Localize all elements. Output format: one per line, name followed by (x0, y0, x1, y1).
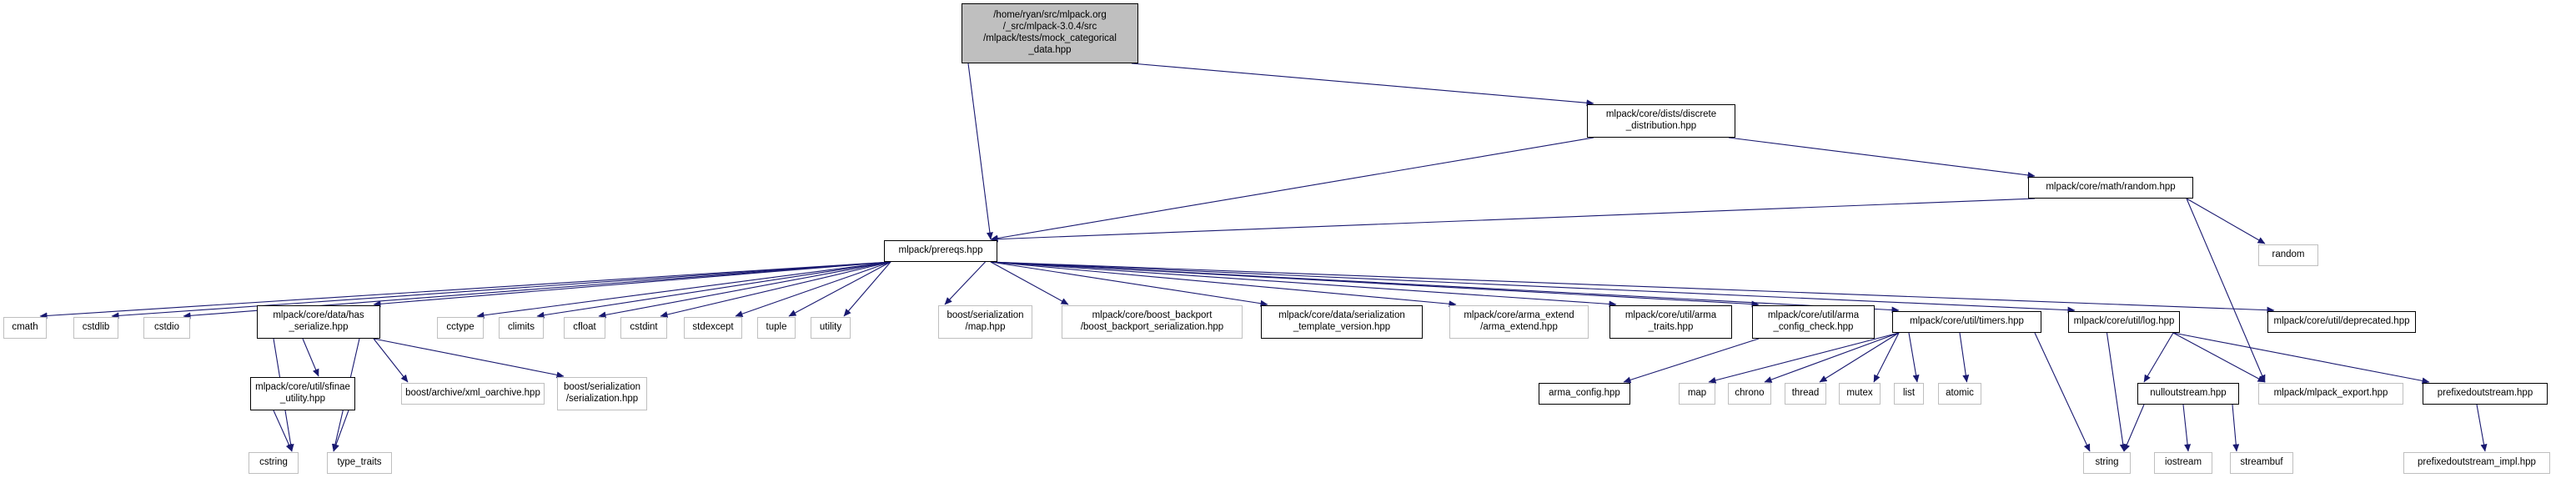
graph-node-random: random (2258, 244, 2318, 266)
edge-timers-to-string (2034, 332, 2091, 452)
edge-nulloutstream-to-string (2123, 404, 2145, 452)
graph-node-xml-oarchive: boost/archive/xml_oarchive.hpp (401, 383, 545, 405)
graph-node-nulloutstream[interactable]: nulloutstream.hpp (2137, 383, 2239, 405)
edge-sfinae-to-cstring (273, 410, 293, 452)
graph-node-log[interactable]: mlpack/core/util/log.hpp (2068, 311, 2180, 333)
edge-prereqs-to-cstdlib (111, 261, 891, 320)
edge-log-to-string (2106, 332, 2127, 452)
edge-prereqs-to-deprecated (990, 261, 2275, 314)
edge-timers-to-mutex (1873, 332, 1900, 383)
edge-has_serialize-to-boost_ser (373, 338, 565, 379)
graph-node-mlpack-export: mlpack/mlpack_export.hpp (2258, 383, 2403, 405)
graph-node-thread: thread (1785, 383, 1826, 405)
graph-node-atomic: atomic (1938, 383, 1981, 405)
edge-has_serialize-to-xml_oarchive (373, 338, 409, 383)
graph-node-tuple: tuple (757, 317, 796, 339)
edge-prereqs-to-arma_extend (990, 261, 1457, 308)
graph-node-sfinae[interactable]: mlpack/core/util/sfinae _utility.hpp (250, 377, 355, 410)
edge-prefixedout-to-impl (2476, 404, 2488, 452)
edge-prereqs-to-cmath (39, 261, 891, 320)
graph-node-cfloat: cfloat (564, 317, 605, 339)
graph-node-impl: prefixedoutstream_impl.hpp (2403, 452, 2550, 474)
graph-node-timers[interactable]: mlpack/core/util/timers.hpp (1892, 311, 2041, 333)
edge-prereqs-to-stdexcept (735, 261, 891, 317)
graph-node-cmath: cmath (3, 317, 47, 339)
graph-node-boost-ser: boost/serialization /serialization.hpp (557, 377, 647, 410)
edge-discrete-to-prereqs (990, 137, 1594, 242)
graph-node-cctype: cctype (437, 317, 484, 339)
edge-prereqs-to-utility (843, 261, 891, 317)
edge-log-to-nulloutstream (2143, 332, 2174, 383)
graph-node-arma-extend: mlpack/core/arma_extend /arma_extend.hpp (1449, 305, 1589, 339)
edge-prereqs-to-climits (536, 261, 891, 319)
edge-root-to-discrete (1131, 63, 1594, 107)
graph-node-mathrandom[interactable]: mlpack/core/math/random.hpp (2028, 177, 2193, 199)
edge-timers-to-thread (1819, 332, 1900, 383)
graph-node-map: map (1679, 383, 1715, 405)
edge-has_serialize-to-sfinae (302, 338, 319, 377)
edge-prereqs-to-ser_tmpl (990, 261, 1268, 307)
edge-prereqs-to-timers (990, 261, 1900, 314)
graph-node-stdexcept: stdexcept (684, 317, 742, 339)
graph-node-chrono: chrono (1728, 383, 1771, 405)
edge-mathrandom-to-random (2186, 198, 2266, 244)
edge-root-to-prereqs (967, 63, 993, 240)
edge-prereqs-to-cctype (476, 261, 891, 319)
edge-discrete-to-mathrandom (1728, 137, 2036, 179)
edge-log-to-mlpack_export (2172, 332, 2266, 383)
graph-node-arma-cfg-check[interactable]: mlpack/core/util/arma _config_check.hpp (1752, 305, 1875, 339)
edge-timers-to-list (1908, 332, 1920, 383)
graph-node-backport: mlpack/core/boost_backport /boost_backpo… (1062, 305, 1243, 339)
edge-arma_cfg_check-to-arma_config (1623, 338, 1760, 384)
graph-node-ser-tmpl[interactable]: mlpack/core/data/serialization _template… (1261, 305, 1423, 339)
graph-node-utility: utility (811, 317, 851, 339)
graph-node-streambuf: streambuf (2230, 452, 2293, 474)
graph-node-cstring: cstring (249, 452, 299, 474)
graph-node-climits: climits (499, 317, 544, 339)
edge-prereqs-to-cstdint (660, 261, 891, 318)
graph-node-root: /home/ryan/src/mlpack.org /_src/mlpack-3… (962, 3, 1138, 63)
graph-node-type-traits: type_traits (327, 452, 392, 474)
graph-node-iostream: iostream (2154, 452, 2212, 474)
graph-node-cstdio: cstdio (143, 317, 190, 339)
edge-nulloutstream-to-iostream (2182, 404, 2192, 452)
edge-prereqs-to-arma_traits (990, 261, 1617, 308)
edge-log-to-prefixedout (2172, 332, 2430, 385)
graph-node-cstdint: cstdint (620, 317, 667, 339)
edge-timers-to-chrono (1764, 332, 1900, 383)
edge-timers-to-atomic (1959, 332, 1970, 383)
edge-nulloutstream-to-streambuf (2232, 404, 2240, 452)
graph-node-ser-map: boost/serialization /map.hpp (938, 305, 1032, 339)
graph-node-cstdlib: cstdlib (73, 317, 118, 339)
graph-node-arma-config[interactable]: arma_config.hpp (1539, 383, 1630, 405)
edge-prereqs-to-ser_map (944, 261, 986, 305)
edge-prereqs-to-backport (990, 261, 1069, 305)
edge-mathrandom-to-prereqs (990, 198, 2036, 243)
graph-node-discrete[interactable]: mlpack/core/dists/discrete _distribution… (1587, 104, 1735, 138)
edge-prereqs-to-tuple (788, 261, 891, 317)
graph-node-has-serialize[interactable]: mlpack/core/data/has _serialize.hpp (257, 305, 380, 339)
edge-sfinae-to-type_traits (333, 410, 349, 452)
edge-prereqs-to-has_serialize (373, 261, 891, 308)
graph-node-prereqs[interactable]: mlpack/prereqs.hpp (884, 240, 997, 262)
graph-node-string: string (2083, 452, 2131, 474)
graph-node-deprecated[interactable]: mlpack/core/util/deprecated.hpp (2267, 311, 2416, 333)
graph-node-arma-traits[interactable]: mlpack/core/util/arma _traits.hpp (1609, 305, 1732, 339)
edge-prereqs-to-log (990, 261, 2076, 314)
graph-node-mutex: mutex (1839, 383, 1881, 405)
edge-prereqs-to-cfloat (598, 261, 891, 319)
graph-node-list: list (1894, 383, 1924, 405)
edge-timers-to-map (1708, 332, 1900, 384)
graph-node-prefixedout[interactable]: prefixedoutstream.hpp (2423, 383, 2548, 405)
edge-mathrandom-to-mlpack_export (2186, 198, 2266, 383)
